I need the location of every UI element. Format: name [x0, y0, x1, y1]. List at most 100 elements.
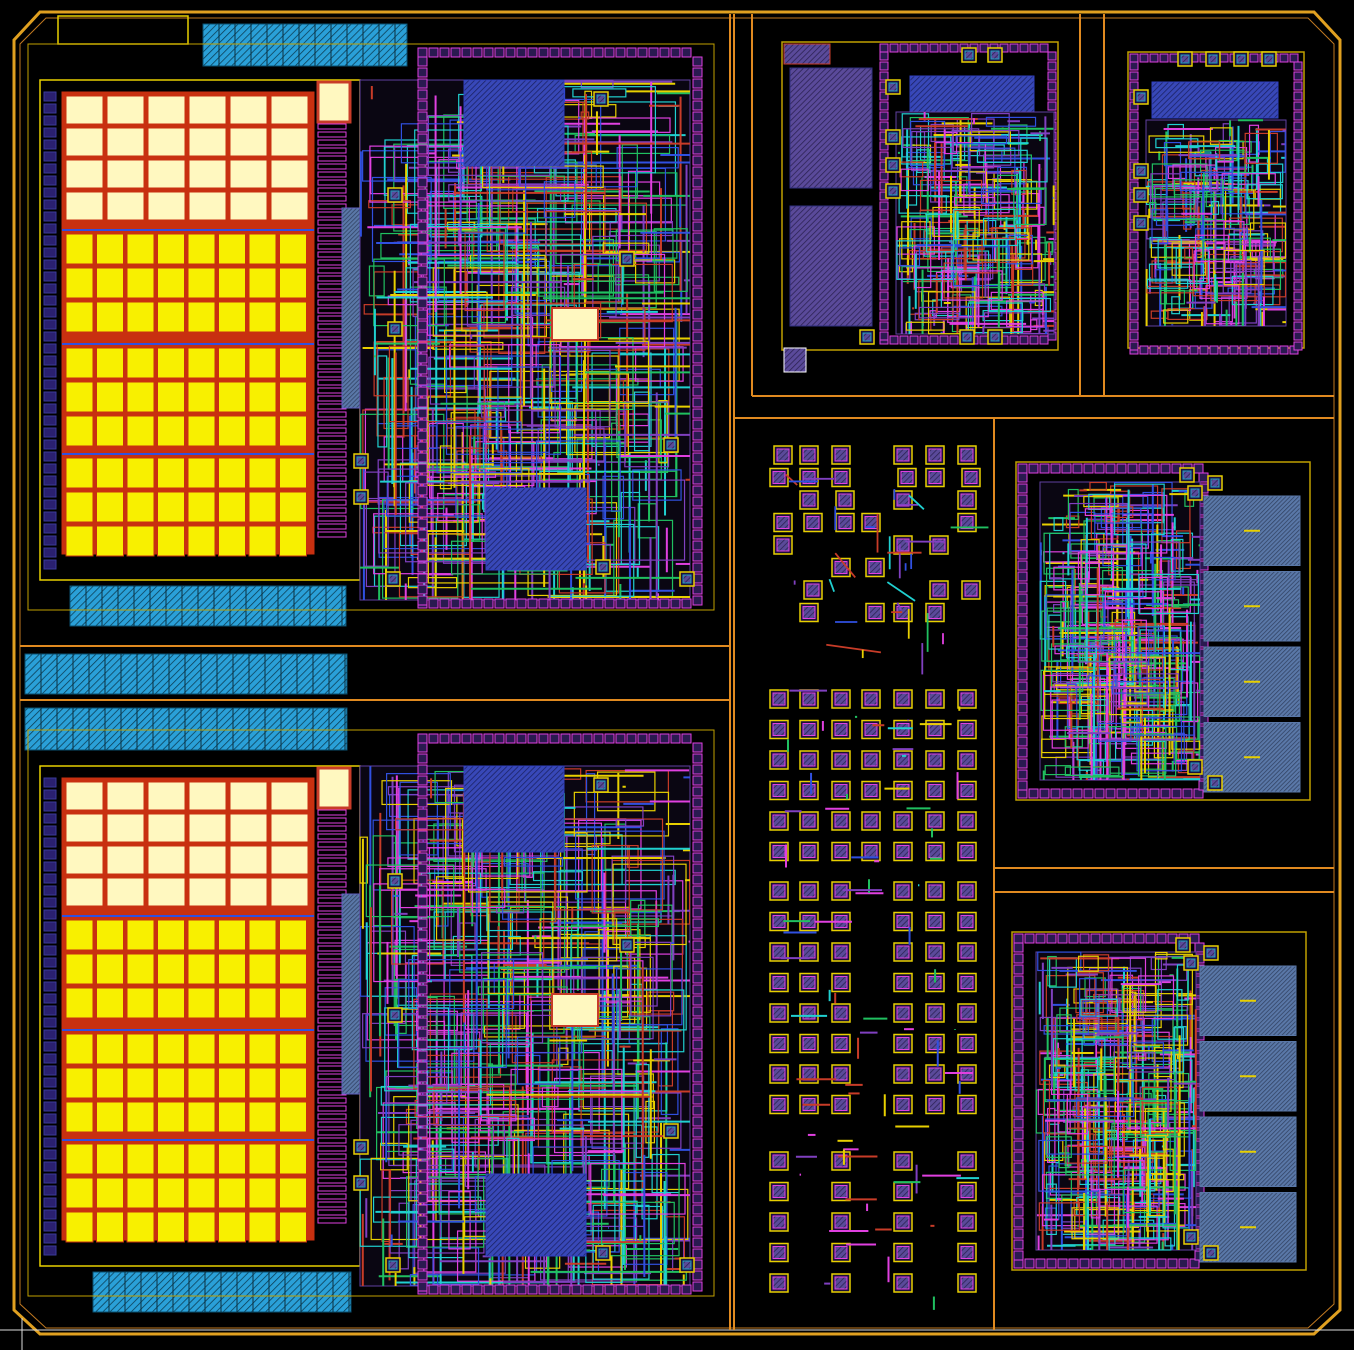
io-pad-cell	[979, 43, 989, 53]
io-pad-cell	[582, 598, 593, 609]
io-pad-cell	[692, 1193, 703, 1204]
cell-outline	[415, 1039, 530, 1048]
test-wire	[896, 602, 903, 611]
io-pad-cell	[1047, 101, 1057, 111]
io-pad-cell	[1249, 53, 1259, 63]
io-pad-cell	[417, 210, 428, 221]
switch-cell	[317, 849, 347, 856]
cap-unit-large	[106, 159, 145, 189]
io-pad-cell	[615, 1284, 626, 1295]
probe-pad-core	[896, 692, 910, 706]
cap-unit	[218, 1033, 246, 1065]
io-pad-cell	[417, 753, 428, 764]
io-pad-cell	[527, 1284, 538, 1295]
cap-unit	[187, 301, 216, 333]
via-core	[1180, 54, 1190, 64]
io-pad-cell	[1013, 1206, 1024, 1217]
cell-outline	[540, 419, 662, 480]
via-core	[964, 50, 974, 60]
test-wire	[828, 578, 835, 593]
cap-unit	[279, 301, 307, 333]
cap-unit	[65, 267, 94, 299]
io-pad-cell	[1138, 463, 1149, 474]
io-pad-cell	[1013, 1228, 1024, 1239]
cell-outline	[1104, 740, 1166, 761]
cell-outline	[480, 1114, 517, 1122]
io-pad-cell	[1167, 1258, 1178, 1269]
switch-cell	[317, 483, 347, 490]
io-pad-cell	[1129, 281, 1139, 291]
cell-outline	[1094, 513, 1153, 524]
switch-cell	[317, 147, 347, 154]
cell-outline	[391, 879, 444, 965]
io-pad-cell	[1149, 53, 1159, 63]
cell-outline	[432, 267, 538, 337]
io-pad-cell	[1293, 71, 1303, 81]
cap-unit	[126, 1067, 155, 1099]
io-pad-cell	[516, 598, 527, 609]
switch-cell	[317, 435, 347, 442]
io-pad-cell	[1017, 560, 1028, 571]
cap-unit	[96, 987, 124, 1019]
io-pad-cell	[1129, 53, 1139, 63]
io-pad-cell	[417, 929, 428, 940]
probe-pad-core	[802, 692, 816, 706]
cap-unit-large	[270, 95, 309, 125]
io-pad-cell	[516, 47, 527, 58]
via-core	[1186, 1232, 1196, 1242]
io-pad-cell	[670, 47, 681, 58]
io-pad-cell	[417, 1116, 428, 1127]
probe-pad-core	[896, 723, 910, 736]
io-pad-cell	[692, 1215, 703, 1226]
cell-outline	[1148, 135, 1205, 153]
io-pad-cell	[1028, 788, 1039, 799]
cell-outline	[381, 1169, 392, 1243]
cell-outline	[1042, 674, 1101, 731]
io-pad-cell	[1239, 345, 1249, 355]
cell-outline	[1075, 1097, 1135, 1118]
probe-pad-core	[896, 448, 910, 462]
cell-outline	[1081, 606, 1132, 625]
cap-bank	[1151, 81, 1279, 119]
io-pad-cell	[1013, 1173, 1024, 1184]
cell-outline	[368, 265, 385, 297]
io-pad-cell	[1013, 1239, 1024, 1250]
cap-unit-large	[270, 127, 309, 157]
io-pad-cell	[450, 47, 461, 58]
cap-unit-large	[188, 845, 227, 875]
cap-unit	[96, 1101, 124, 1133]
cap-unit	[96, 919, 124, 951]
switch-cell	[317, 531, 347, 538]
cell-outline	[363, 471, 389, 567]
cell-outline	[1070, 1193, 1125, 1234]
cap-unit-large	[229, 813, 268, 843]
io-pad-cell	[1047, 61, 1057, 71]
cap-unit	[96, 267, 124, 299]
probe-pad-core	[896, 1276, 910, 1290]
probe-pad-core	[928, 845, 942, 858]
switch-cell	[317, 1209, 347, 1216]
test-wire	[834, 552, 856, 578]
cell-outline	[1128, 1071, 1177, 1081]
io-pad-cell	[692, 984, 703, 995]
cell-outline	[549, 340, 650, 405]
probe-pad-core	[928, 1067, 942, 1081]
cap-unit	[65, 491, 94, 523]
io-pad-cell	[417, 951, 428, 962]
via-core	[1236, 54, 1246, 64]
io-pad-cell	[417, 973, 428, 984]
switch-cell	[317, 515, 347, 522]
io-pad-cell	[1094, 788, 1105, 799]
io-pad-cell	[417, 797, 428, 808]
switch-cell	[317, 419, 347, 426]
cell-outline	[1246, 184, 1283, 200]
io-pad-cell	[538, 733, 549, 744]
side-pin	[43, 343, 57, 354]
io-pad-cell	[879, 43, 889, 53]
cap-unit	[218, 1067, 246, 1099]
probe-pad-core	[964, 471, 978, 484]
cell-outline	[1053, 517, 1064, 532]
cap-unit	[65, 347, 94, 379]
